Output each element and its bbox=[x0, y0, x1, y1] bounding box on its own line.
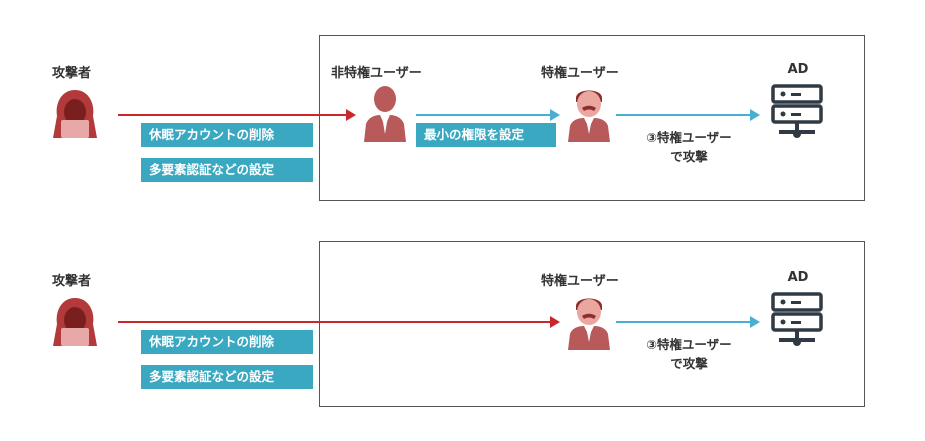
attack-arrow bbox=[118, 316, 560, 328]
tag-dormant-account-removal: 休眠アカウントの削除 bbox=[141, 123, 313, 147]
hooded-attacker-icon bbox=[53, 90, 97, 138]
tag-dormant-account-removal: 休眠アカウントの削除 bbox=[141, 330, 313, 354]
tag-least-privilege: 最小の権限を設定 bbox=[416, 123, 556, 147]
ad-label: AD bbox=[787, 62, 809, 77]
top-scenario: 攻撃者 休眠アカウントの削除 多要素認証などの設定 非特権ユーザー 最小の権限を… bbox=[0, 0, 925, 210]
attack-note-line1: ③特権ユーザー bbox=[646, 337, 732, 352]
mustache-user-icon bbox=[568, 298, 610, 350]
hooded-attacker-icon bbox=[53, 298, 97, 346]
attack-note-line2: で攻撃 bbox=[670, 356, 708, 371]
bottom-scenario: 攻撃者 休眠アカウントの削除 多要素認証などの設定 特権ユーザー ③特権ユーザー… bbox=[0, 208, 925, 418]
attack-note-line1: ③特権ユーザー bbox=[646, 130, 732, 145]
attack-note: ③特権ユーザー で攻撃 bbox=[628, 128, 750, 166]
attack-note: ③特権ユーザー で攻撃 bbox=[628, 335, 750, 373]
nonpriv-user-label: 非特権ユーザー bbox=[331, 66, 422, 81]
server-icon bbox=[771, 292, 823, 346]
tag-mfa-setting: 多要素認証などの設定 bbox=[141, 158, 313, 182]
server-icon bbox=[771, 84, 823, 138]
escalation-arrow bbox=[416, 109, 560, 121]
attack-ad-arrow bbox=[616, 316, 760, 328]
businessman-icon bbox=[364, 86, 406, 142]
attacker-label: 攻撃者 bbox=[52, 66, 92, 81]
priv-user-label: 特権ユーザー bbox=[541, 274, 619, 289]
mustache-user-icon bbox=[568, 90, 610, 142]
priv-user-label: 特権ユーザー bbox=[541, 66, 619, 81]
tag-mfa-setting: 多要素認証などの設定 bbox=[141, 365, 313, 389]
attack-arrow bbox=[118, 109, 356, 121]
attacker-label: 攻撃者 bbox=[52, 274, 92, 289]
attack-note-line2: で攻撃 bbox=[670, 149, 708, 164]
attack-ad-arrow bbox=[616, 109, 760, 121]
ad-label: AD bbox=[787, 270, 809, 285]
